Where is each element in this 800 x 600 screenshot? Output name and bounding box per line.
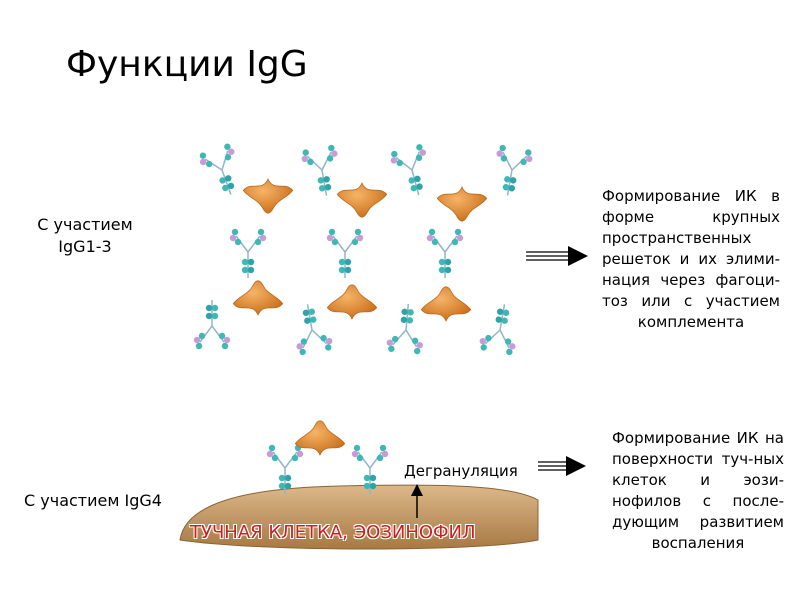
antigen	[294, 420, 346, 456]
cell-surface	[179, 484, 539, 550]
antibody	[426, 228, 464, 279]
antigen	[242, 178, 294, 214]
antibody	[266, 444, 304, 495]
igg4-label: С участием IgG4	[24, 491, 162, 510]
arrow-right-icon	[526, 246, 588, 266]
antibody	[488, 143, 535, 200]
antibody	[193, 299, 231, 350]
surface-immune-complex	[266, 420, 389, 495]
cell-name-label: ТУЧНАЯ КЛЕТКА, ЭОЗИНОФИЛ	[190, 522, 476, 543]
antigen	[420, 286, 472, 322]
antibody	[299, 143, 346, 200]
immune-lattice	[193, 141, 535, 357]
antibody	[196, 141, 249, 202]
degranulation-label: Дегрануляция	[404, 462, 518, 480]
arrow-up-icon	[411, 484, 423, 518]
antibody	[326, 228, 364, 279]
arrow-right-icon	[538, 456, 586, 476]
antibody	[477, 300, 524, 357]
antigen	[436, 186, 488, 222]
page-title: Функции IgG	[66, 44, 308, 85]
antibody	[387, 142, 438, 201]
antigen	[232, 280, 284, 316]
antigen	[326, 284, 378, 320]
antibody	[385, 301, 428, 356]
igg13-label: С участием IgG1-3	[37, 215, 133, 256]
antibody	[288, 300, 335, 357]
antibody	[229, 228, 267, 279]
igg4-description: Формирование ИК на поверхности туч-ных к…	[612, 429, 784, 552]
igg13-description: Формирование ИК в форме крупных простран…	[602, 187, 780, 331]
antigen	[336, 182, 388, 218]
